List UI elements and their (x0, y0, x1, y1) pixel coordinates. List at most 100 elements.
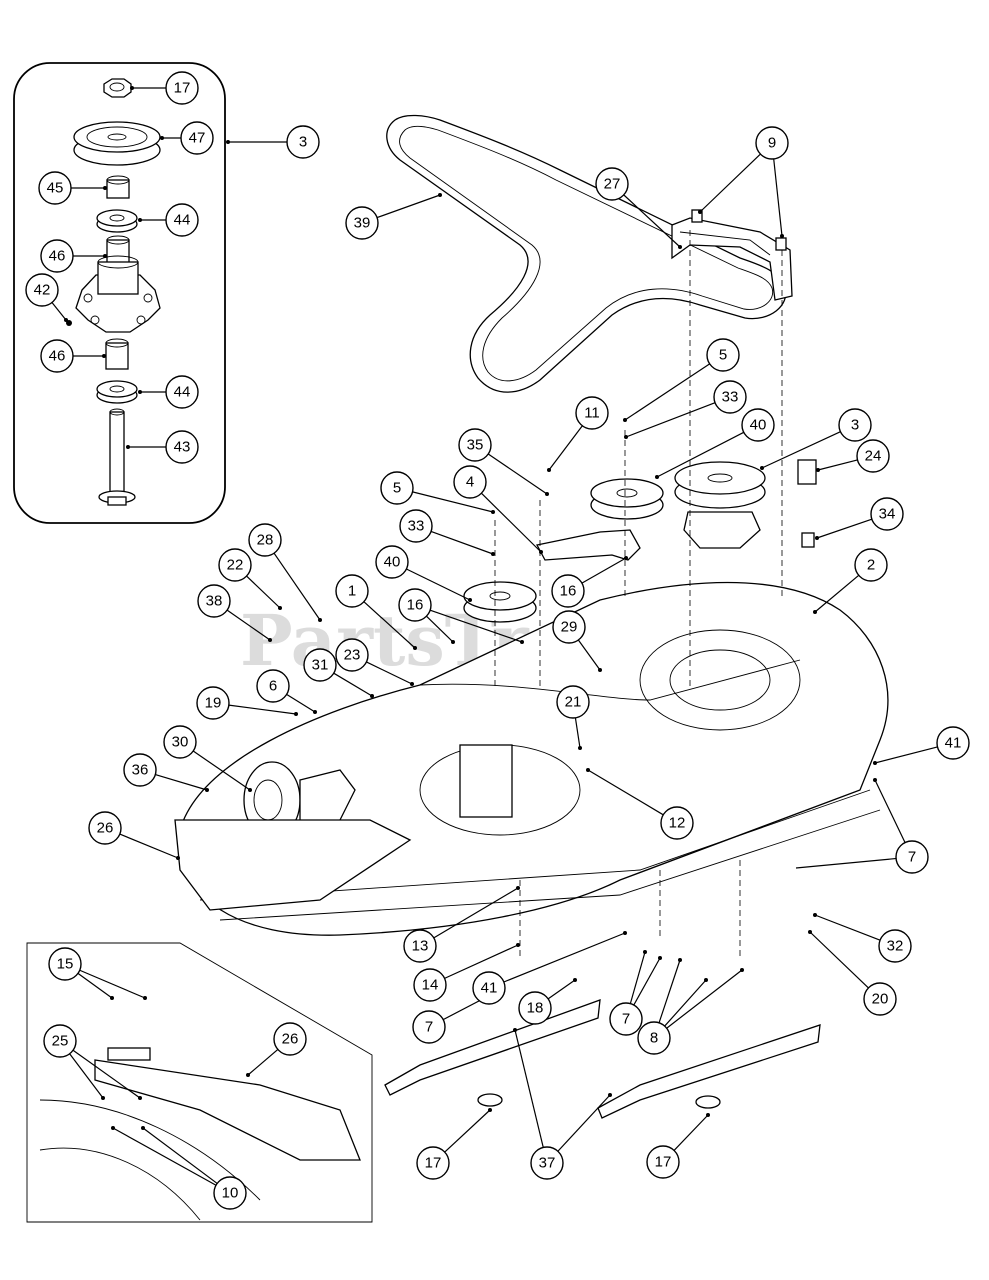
callout-label: 19 (205, 695, 222, 712)
leader-c26a (119, 833, 179, 859)
callout-circle (403, 929, 437, 963)
callout-label: 12 (669, 815, 686, 832)
leader-arrowhead (110, 996, 114, 1000)
leader-c25 (69, 1053, 104, 1099)
leader-arrowhead (760, 466, 764, 470)
callout-circle (551, 574, 585, 608)
callout-label: 47 (189, 130, 206, 147)
callout-label: 20 (872, 991, 889, 1008)
callout-label: 31 (312, 657, 329, 674)
callout-circle (870, 497, 904, 531)
leader-c37 (557, 1094, 611, 1152)
leader-arrowhead (138, 1096, 142, 1100)
callout-circle (530, 1146, 564, 1180)
callout-circle (213, 1176, 247, 1210)
discharge-deflector (174, 819, 412, 911)
leader-c11 (548, 425, 583, 471)
leader-arrowhead (160, 136, 164, 140)
leader-arrowhead (815, 536, 819, 540)
leader-c20 (809, 931, 869, 989)
callout-circle (303, 648, 337, 682)
leader-c39 (376, 194, 441, 219)
belt-outer (386, 114, 787, 393)
leader-arrowhead (608, 1093, 612, 1097)
callout-circle (88, 811, 122, 845)
callout-circle (895, 840, 929, 874)
leader-c16b (426, 615, 454, 643)
callout-label: 27 (604, 176, 621, 193)
callout-label: 16 (407, 597, 424, 614)
leader-c25 (72, 1049, 141, 1099)
leader-arrowhead (491, 552, 495, 556)
leader-c10 (112, 1127, 217, 1186)
callout-circle (398, 588, 432, 622)
leader-arrowhead (704, 978, 708, 982)
callout-circle (575, 396, 609, 430)
callout-circle (335, 638, 369, 672)
leader-c15 (77, 972, 113, 999)
leader-c24 (817, 459, 858, 471)
leader-c29 (577, 639, 601, 671)
spindle-assembly-inset (13, 62, 226, 524)
leader-c10 (142, 1127, 218, 1184)
callout-circle (878, 929, 912, 963)
leader-arrowhead (64, 318, 68, 322)
callout-label: 2 (867, 557, 875, 574)
callout-label: 33 (722, 389, 739, 406)
callout-circle (706, 338, 740, 372)
callout-label: 21 (565, 694, 582, 711)
deck-spindle-pulley (674, 461, 766, 549)
callout-label: 26 (282, 1031, 299, 1048)
callout-label: 5 (393, 480, 401, 497)
callout-circle (660, 806, 694, 840)
leader-arrowhead (103, 186, 107, 190)
callout-circle (556, 685, 590, 719)
callout-circle (838, 408, 872, 442)
callout-label: 24 (865, 448, 882, 465)
leader-c40a (656, 431, 745, 478)
leader-arrowhead (130, 86, 134, 90)
leader-c31 (333, 672, 373, 697)
leader-c16b (429, 609, 523, 643)
callout-circle (256, 669, 290, 703)
callout-label: 33 (408, 518, 425, 535)
leader-c7c (629, 951, 646, 1004)
callout-label: 7 (425, 1019, 433, 1036)
leader-arrowhead (873, 778, 877, 782)
leader-c9 (699, 153, 761, 213)
detail-inset-frame (26, 942, 373, 1223)
callout-circle (399, 509, 433, 543)
leader-arrowhead (318, 618, 322, 622)
leader-arrowhead (248, 788, 252, 792)
callout-circle (453, 465, 487, 499)
callout-circle (248, 523, 282, 557)
callout-circle (335, 574, 369, 608)
callout-circle (165, 430, 199, 464)
leader-arrowhead (468, 598, 472, 602)
leader-arrowhead (623, 418, 627, 422)
callout-label: 46 (49, 348, 66, 365)
leader-arrowhead (246, 1073, 250, 1077)
callout-circle (40, 339, 74, 373)
leader-c12 (587, 769, 664, 816)
callout-label: 41 (945, 735, 962, 752)
callout-circle (43, 1024, 77, 1058)
leader-c7a (874, 779, 906, 843)
leader-c30 (192, 750, 251, 791)
leader-c17b (444, 1109, 491, 1153)
callout-circle (472, 971, 506, 1005)
leader-arrowhead (624, 435, 628, 439)
callout-circle (552, 610, 586, 644)
callout-label: 17 (174, 80, 191, 97)
callout-label: 8 (650, 1030, 658, 1047)
callout-circle (458, 428, 492, 462)
callout-circle (936, 726, 970, 760)
leader-arrowhead (547, 468, 551, 472)
leader-c22 (246, 575, 281, 609)
leader-c9 (773, 158, 783, 237)
callout-circle (412, 1010, 446, 1044)
leader-c8 (658, 959, 681, 1024)
leader-arrowhead (176, 856, 180, 860)
leader-arrowhead (143, 996, 147, 1000)
idler-pulley-lower (463, 581, 537, 623)
